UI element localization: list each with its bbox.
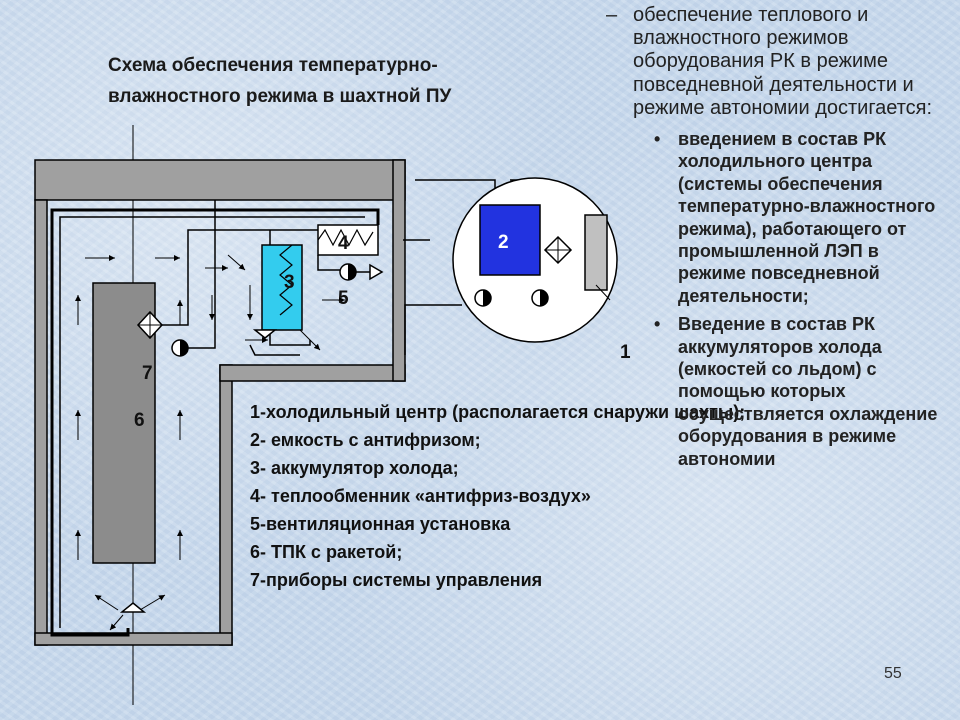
label-5: 5: [338, 288, 349, 309]
cooling-unit-panel: [584, 214, 608, 291]
bullet-item: • Введение в состав РК аккумуляторов хол…: [606, 313, 951, 470]
intro-paragraph: – обеспечение теплового и влажностного р…: [606, 4, 951, 120]
label-7: 7: [142, 363, 153, 384]
label-3: 3: [284, 272, 295, 293]
bullet-glyph: •: [654, 314, 661, 335]
legend-list: 1-холодильный центр (располагается снару…: [250, 400, 745, 596]
air-duct: [50, 208, 380, 637]
dash-glyph: –: [606, 4, 618, 26]
cold-accumulator: [261, 244, 303, 331]
bullet-glyph: •: [654, 129, 661, 150]
legend-item: 5-вентиляционная установка: [250, 514, 511, 534]
schematic-diagram: [34, 125, 618, 705]
shaft-right-wall: [219, 364, 233, 646]
air-outlet-icon: [119, 602, 147, 613]
air-flow-arrows: [75, 254, 345, 631]
legend-item: 1-холодильный центр (располагается снару…: [250, 402, 746, 422]
air-duct-inner: [59, 216, 365, 628]
bullet-item: • введением в состав РК холодильного цен…: [606, 128, 951, 307]
legend-item: 6- ТПК с ракетой;: [250, 542, 403, 562]
shaft-left-wall: [34, 199, 48, 646]
shaft-walls: [34, 159, 406, 646]
right-text-panel: – обеспечение теплового и влажностного р…: [606, 4, 951, 476]
intro-text: обеспечение теплового и влажностного реж…: [633, 4, 933, 119]
antifreeze-tank: [479, 204, 541, 276]
bullet-list: • введением в состав РК холодильного цен…: [606, 128, 951, 470]
legend-item: 4- теплообменник «антифриз-воздух»: [250, 486, 591, 506]
label-6: 6: [134, 410, 145, 431]
legend-item: 3- аккумулятор холода;: [250, 458, 459, 478]
bullet-text: введением в состав РК холодильного центр…: [678, 129, 936, 306]
fan-icon: [369, 263, 384, 281]
shaft-roof: [34, 159, 406, 201]
label-1: 1: [620, 342, 631, 363]
diagram-title: Схема обеспечения температурно-влажностн…: [108, 55, 452, 107]
control-heat-exchanger: [136, 310, 189, 357]
legend-item: 2- емкость с антифризом;: [250, 430, 481, 450]
label-4: 4: [338, 233, 349, 254]
legend-item: 7-приборы системы управления: [250, 570, 543, 590]
label-2: 2: [498, 232, 509, 253]
equipment-room-wall: [392, 159, 406, 382]
bullet-text: Введение в состав РК аккумуляторов холод…: [678, 314, 938, 469]
equipment-floor: [219, 364, 406, 382]
page-number: 55: [884, 665, 902, 682]
